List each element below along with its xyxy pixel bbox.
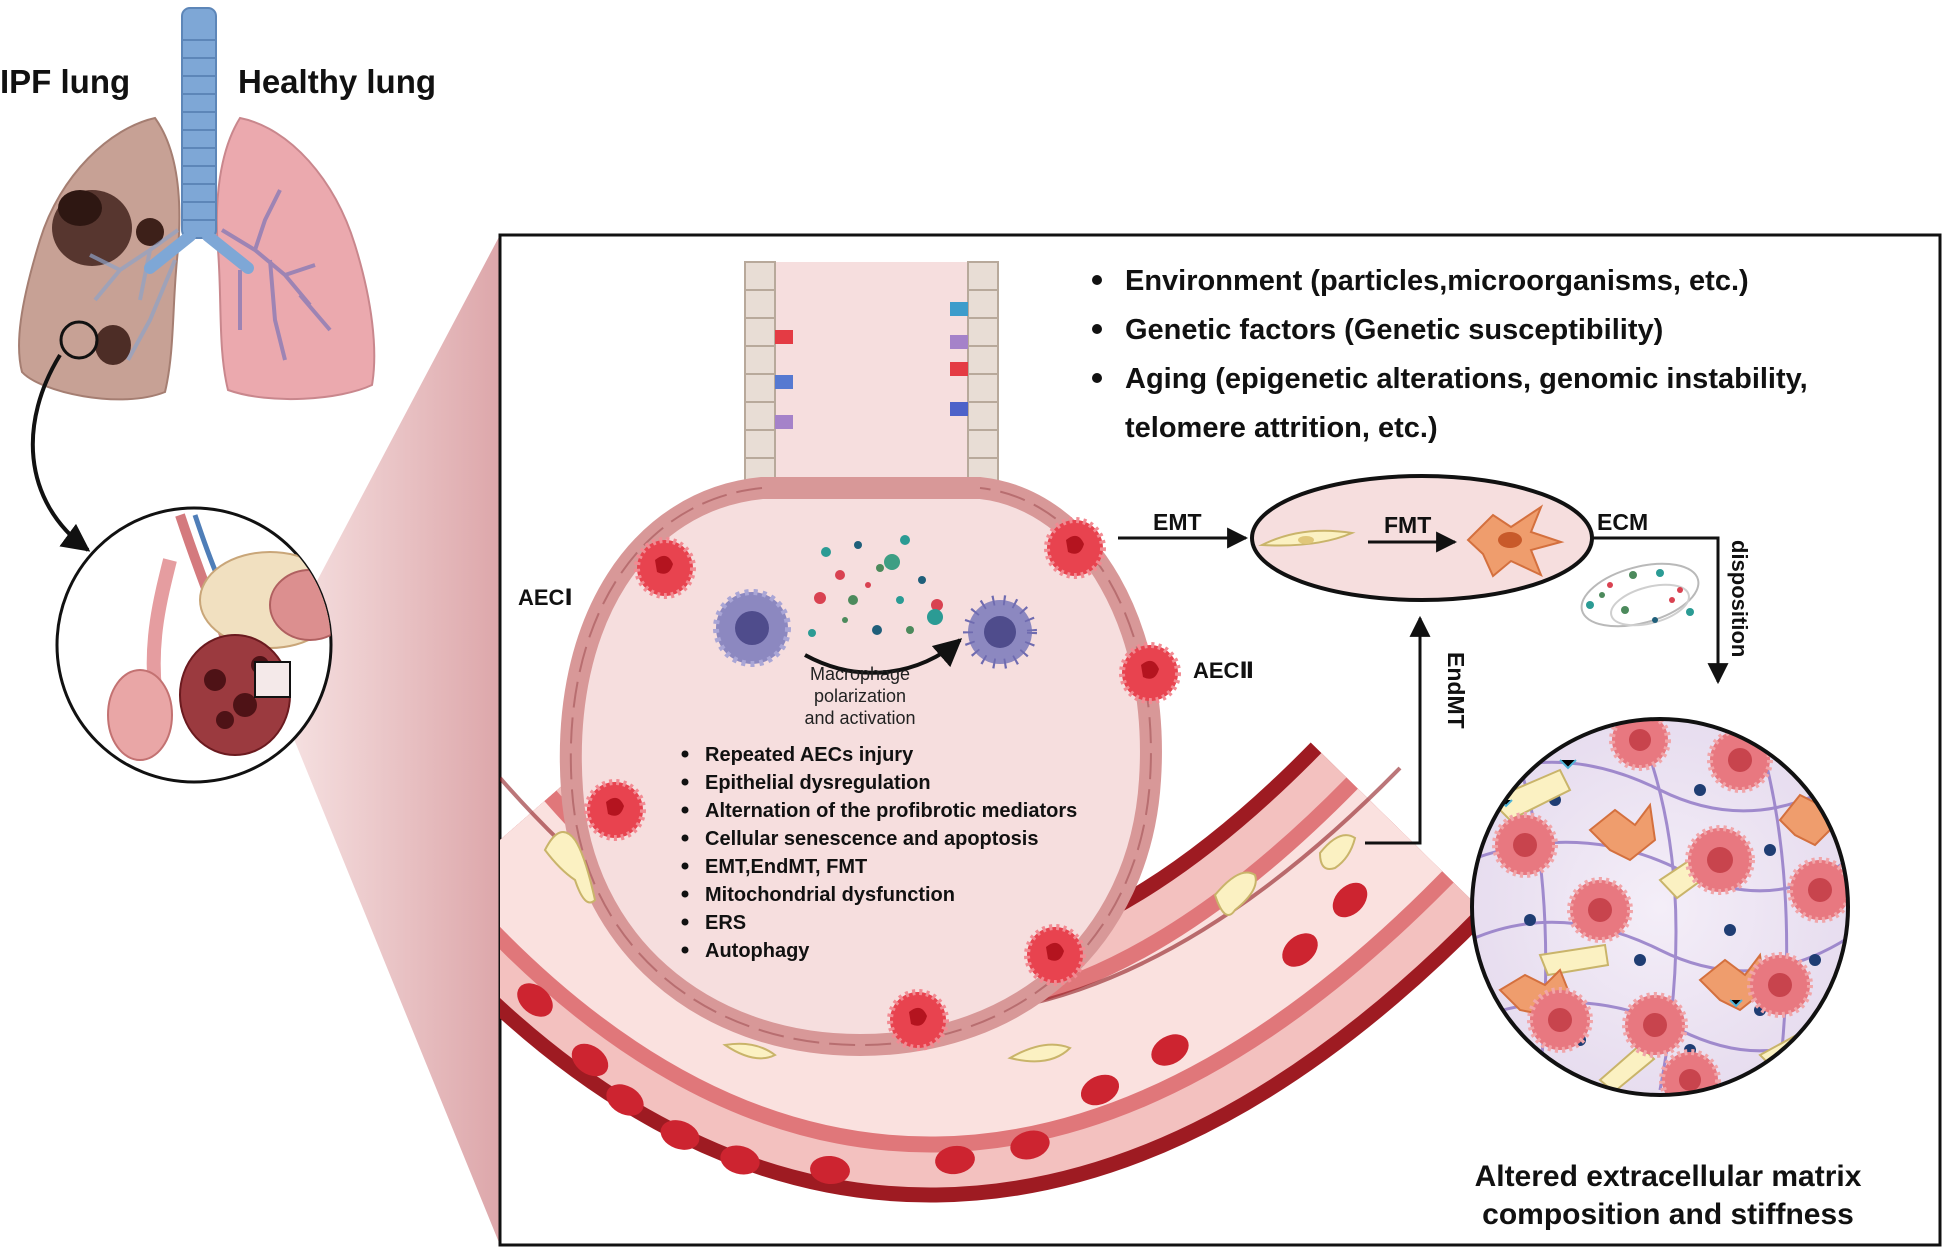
svg-text:EMT,EndMT, FMT: EMT,EndMT, FMT [705,856,867,878]
aec2-cells [584,517,1181,1051]
disposition-label: disposition [1727,540,1752,657]
mechanism-item: Epithelial dysregulation [681,772,931,794]
inset-focus-box [254,661,291,698]
blood-vessel [500,742,1490,1203]
svg-text:Environment (particles,microor: Environment (particles,microorganisms, e… [1125,265,1749,297]
trachea [181,7,217,239]
ecm-caption-line2: composition and stiffness [1482,1198,1854,1231]
ecm-arrow [1592,536,1729,685]
aec2-cell [887,989,949,1051]
risk-factor-item: telomere attrition, etc.) [1125,412,1438,444]
mechanism-item: Repeated AECs injury [681,744,914,766]
altered-ecm-circle [1470,717,1850,1097]
svg-text:Aging (epigenetic alterations,: Aging (epigenetic alterations, genomic i… [1125,363,1808,395]
ecm-cells [1492,719,1848,1095]
risk-factor-item: Genetic factors (Genetic susceptibility) [1092,314,1663,346]
aec2-label: AECⅡ [1193,658,1254,683]
emt-label: EMT [1153,509,1202,535]
macrophage-resting [713,589,791,667]
svg-text:telomere attrition, etc.): telomere attrition, etc.) [1125,412,1438,444]
ecm-label: ECM [1597,509,1648,535]
zoom-wedge [265,235,500,1245]
mechanism-item: EMT,EndMT, FMT [681,856,867,878]
macrophage-caption-2: polarization [814,686,906,706]
alveolar-inset [55,506,333,784]
mechanism-item: Mitochondrial dysfunction [681,884,955,906]
ipf-lung-label: IPF lung [0,63,130,100]
endmt-label: EndMT [1443,652,1469,729]
risk-factor-list: Environment (particles,microorganisms, e… [1092,265,1808,444]
macrophage-activated [963,595,1037,669]
aec2-cell [634,537,696,599]
aec2-cell [1119,642,1181,704]
healthy-lung-label: Healthy lung [238,63,436,100]
svg-text:Genetic factors (Genetic susce: Genetic factors (Genetic susceptibility) [1125,314,1663,346]
interstitial-fibroblasts [543,831,1357,1063]
svg-text:Alternation of the profibrotic: Alternation of the profibrotic mediators [705,800,1077,822]
ecm-caption-line1: Altered extracellular matrix [1475,1160,1862,1193]
risk-factor-item: Aging (epigenetic alterations, genomic i… [1092,363,1808,395]
zoom-arrow [30,353,91,552]
aec1-label: AECⅠ [518,585,573,610]
svg-text:Cellular senescence and apopto: Cellular senescence and apoptosis [705,828,1038,850]
risk-factor-item: Environment (particles,microorganisms, e… [1092,265,1749,297]
red-blood-cells [517,882,1368,1185]
aec2-cell [1044,517,1106,579]
mechanism-item: Alternation of the profibrotic mediators [681,800,1077,822]
lungs-illustration [18,7,500,1245]
svg-text:Mitochondrial dysfunction: Mitochondrial dysfunction [705,884,955,906]
bronchiole [744,261,999,502]
mechanism-list: Repeated AECs injury Epithelial dysregul… [681,744,1077,962]
aec2-cell [584,779,646,841]
mechanism-item: Cellular senescence and apoptosis [681,828,1038,850]
aec2-cell [1024,924,1086,986]
macrophage-caption-1: Macrophage [810,664,910,684]
cytokine-dots [808,535,943,637]
svg-text:Autophagy: Autophagy [705,940,810,962]
focus-circle [59,320,99,360]
svg-text:Epithelial dysregulation: Epithelial dysregulation [705,772,931,794]
mechanism-item: Autophagy [681,940,810,962]
macrophage-caption-3: and activation [804,708,915,728]
endmt-arrow [1365,615,1431,845]
mechanism-item: ERS [681,912,746,934]
fmt-label: FMT [1384,512,1431,538]
svg-text:ERS: ERS [705,912,746,934]
svg-text:Repeated AECs injury: Repeated AECs injury [705,744,914,766]
polarization-arrow [804,638,963,675]
ecm-fiber-icon [1580,562,1700,628]
